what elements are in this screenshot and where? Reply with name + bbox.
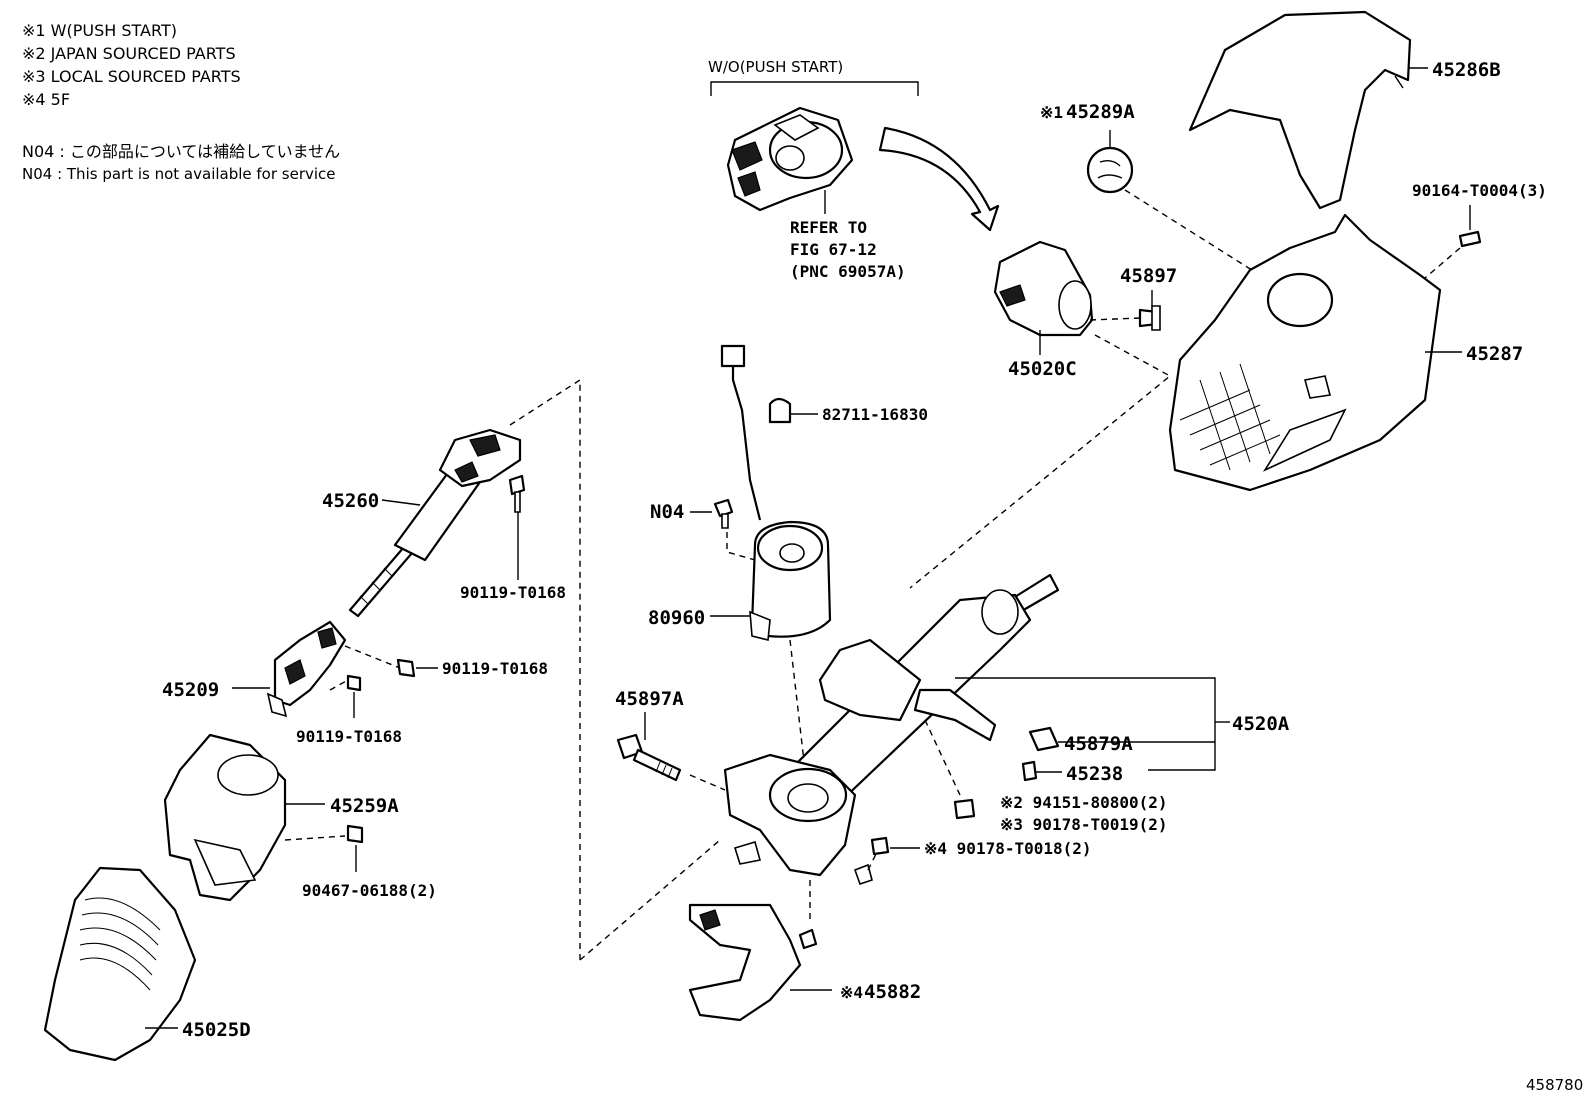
label-45897: 45897 — [1120, 265, 1177, 287]
note-push-start: ※1 W(PUSH START) — [22, 21, 177, 40]
screw-90164 — [1458, 230, 1482, 248]
bracket-45882-group: ※4 45882 — [688, 880, 921, 1022]
boot-cover-group: 45259A 90467-06188(2) — [163, 733, 437, 902]
label-45287: 45287 — [1466, 343, 1523, 365]
bracket-45882 — [688, 903, 802, 1022]
label-45238: 45238 — [1066, 763, 1123, 785]
connector-plug — [720, 344, 746, 368]
label-45289a: 45289A — [1066, 101, 1135, 123]
label-94151: ※2 94151-80800(2) — [1000, 793, 1168, 812]
label-4520a: 4520A — [1232, 713, 1290, 735]
label-45882-mark: ※4 — [840, 983, 863, 1002]
wo-push-start-group: W/O(PUSH START) REFER TO FIG 67-12 (PNC … — [708, 58, 1000, 281]
ujoint-45209 — [273, 620, 347, 707]
refer-line-1: REFER TO — [790, 218, 867, 237]
shaft-45260-group: 45260 90119-T0168 — [322, 378, 581, 640]
cap-45289a — [1086, 146, 1134, 194]
bolt-90119-mid — [396, 658, 416, 678]
ujoint-45209-group: 45209 90119-T0168 90119-T0168 — [162, 620, 548, 746]
nut-90467 — [346, 824, 364, 844]
label-90119-lower: 90119-T0168 — [296, 727, 402, 746]
label-90119-mid: 90119-T0168 — [442, 659, 548, 678]
column-bracket — [818, 638, 922, 722]
note-japan-sourced: ※2 JAPAN SOURCED PARTS — [22, 44, 236, 63]
label-90119-upper: 90119-T0168 — [460, 583, 566, 602]
label-45289a-mark: ※1 — [1040, 103, 1063, 122]
label-45259a: 45259A — [330, 795, 399, 817]
label-45020c: 45020C — [1008, 358, 1077, 380]
label-45260: 45260 — [322, 490, 379, 512]
bolt-90119-lower — [346, 674, 362, 692]
screw-n04 — [713, 498, 734, 518]
note-local-sourced: ※3 LOCAL SOURCED PARTS — [22, 67, 241, 86]
bracket-45879a — [1028, 726, 1060, 752]
switch-45020c-group: 45020C 45897 — [909, 240, 1177, 589]
nut-94151 — [953, 798, 976, 820]
wo-push-start-bracket — [710, 81, 919, 96]
note-n04-english: N04 : This part is not available for ser… — [22, 165, 336, 183]
label-90178-t0018: ※4 90178-T0018(2) — [924, 839, 1092, 858]
refer-line-3: (PNC 69057A) — [790, 262, 906, 281]
label-45882: 45882 — [864, 981, 921, 1003]
label-90467: 90467-06188(2) — [302, 881, 437, 900]
diagram-id: 458780 — [1526, 1076, 1583, 1094]
transponder-group: 82711-16830 N04 80960 — [648, 344, 928, 771]
label-45286b: 45286B — [1432, 59, 1501, 81]
note-n04-japanese: N04 : この部品については補給していません — [22, 142, 340, 161]
cover-45025d — [43, 866, 197, 1062]
label-82711: 82711-16830 — [822, 405, 928, 424]
label-45897a: 45897A — [615, 688, 684, 710]
wo-push-start-label: W/O(PUSH START) — [708, 58, 843, 76]
label-90164: 90164-T0004(3) — [1412, 181, 1547, 200]
label-45209: 45209 — [162, 679, 219, 701]
bolt-90119-upper — [508, 474, 526, 496]
cover-45287 — [1168, 213, 1442, 492]
bolt-45897a-group: 45897A — [615, 688, 726, 791]
hole-cover-group: 45025D — [43, 866, 251, 1062]
replacement-arrow — [878, 126, 1000, 232]
notes-block: ※1 W(PUSH START) ※2 JAPAN SOURCED PARTS … — [22, 21, 340, 183]
cover-45286b — [1188, 10, 1412, 210]
column-4520a-group: 4520A 45879A 45238 ※2 94151-80800(2) ※3 … — [579, 573, 1290, 961]
upper-cover-group: 45286B ※1 45289A 90164-T0004(3) 45287 — [1040, 10, 1547, 492]
label-45879a: 45879A — [1064, 733, 1133, 755]
label-45025d: 45025D — [182, 1019, 251, 1041]
clamp-82711 — [768, 397, 792, 424]
bolt-45897a-shank — [632, 748, 682, 782]
refer-line-2: FIG 67-12 — [790, 240, 877, 259]
tilt-lever — [913, 688, 997, 742]
label-80960: 80960 — [648, 607, 705, 629]
nut-45238 — [1021, 760, 1038, 782]
nut-90178-t0018 — [870, 836, 890, 856]
note-5f: ※4 5F — [22, 90, 70, 109]
ignition-switch-drawing — [726, 106, 854, 212]
label-90178-t0019: ※3 90178-T0019(2) — [1000, 815, 1168, 834]
label-n04: N04 — [650, 501, 684, 523]
